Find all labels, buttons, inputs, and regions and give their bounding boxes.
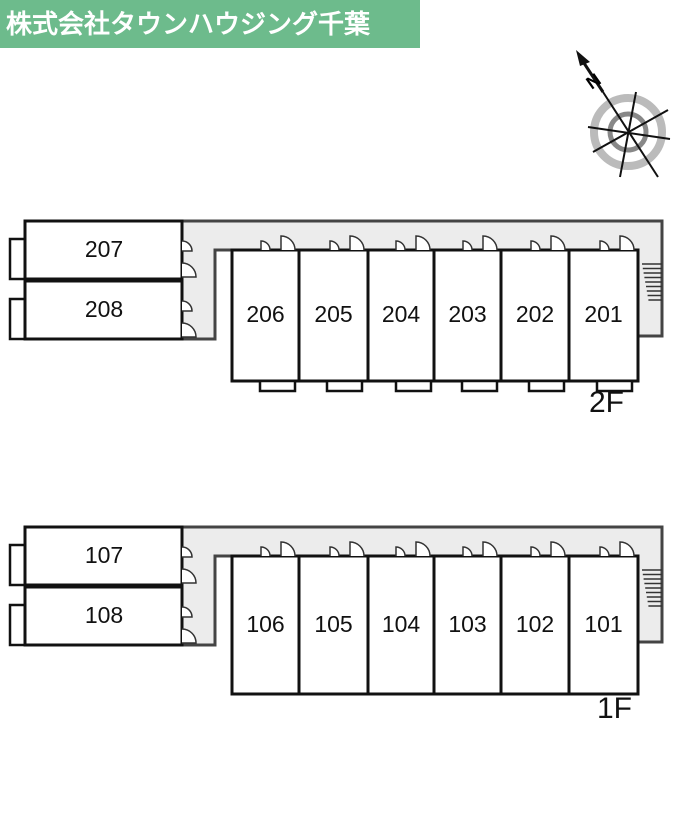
door-icon — [181, 262, 197, 278]
balcony — [258, 379, 297, 393]
door-icon — [415, 235, 431, 251]
unit-label: 101 — [584, 611, 622, 637]
floor-label: 2F — [589, 386, 624, 419]
unit-label: 207 — [85, 236, 123, 262]
unit-room — [23, 585, 184, 647]
unit-205[interactable]: 205 — [297, 235, 370, 393]
unit-label: 206 — [246, 301, 284, 327]
floor-label: 1F — [597, 692, 632, 725]
door-icon — [550, 235, 566, 251]
unit-207[interactable]: 207 — [8, 219, 197, 281]
floor-2F: 207 208 206 205 204 203 202 201 2F — [8, 219, 664, 419]
unit-room — [567, 248, 640, 383]
unit-108[interactable]: 108 — [8, 585, 197, 647]
window-icon — [599, 240, 610, 251]
compass-ring-inner — [607, 111, 649, 153]
window-icon — [181, 300, 193, 312]
unit-label: 204 — [382, 301, 421, 327]
unit-room — [23, 525, 184, 587]
window-icon — [462, 546, 473, 557]
unit-label: 208 — [85, 296, 123, 322]
door-icon — [482, 541, 498, 557]
compass: N — [576, 50, 671, 178]
balcony — [8, 603, 27, 647]
balcony — [394, 379, 433, 393]
unit-room — [432, 248, 503, 383]
unit-label: 104 — [382, 611, 421, 637]
window-icon — [329, 240, 340, 251]
unit-label: 103 — [448, 611, 486, 637]
unit-label: 105 — [314, 611, 352, 637]
door-icon — [280, 235, 296, 251]
door-icon — [349, 235, 365, 251]
window-icon — [329, 546, 340, 557]
unit-105[interactable]: 105 — [297, 541, 370, 696]
corridor-outer-wall — [182, 525, 664, 644]
unit-label: 203 — [448, 301, 486, 327]
unit-room — [499, 248, 571, 383]
unit-label: 202 — [516, 301, 554, 327]
unit-203[interactable]: 203 — [432, 235, 503, 393]
balcony — [527, 379, 566, 393]
unit-107[interactable]: 107 — [8, 525, 197, 587]
unit-label: 205 — [314, 301, 352, 327]
window-icon — [395, 546, 406, 557]
corridor-outer-wall — [182, 219, 664, 338]
unit-204[interactable]: 204 — [366, 235, 436, 393]
window-icon — [181, 240, 193, 252]
north-arrowhead-icon — [576, 50, 590, 66]
window-icon — [181, 606, 193, 618]
window-icon — [395, 240, 406, 251]
window-icon — [462, 240, 473, 251]
unit-label: 108 — [85, 602, 123, 628]
compass-ring-outer — [590, 94, 666, 170]
unit-101[interactable]: 101 — [567, 541, 640, 696]
unit-room — [567, 554, 640, 696]
door-icon — [415, 541, 431, 557]
balcony — [325, 379, 364, 393]
balcony — [8, 297, 27, 341]
window-icon — [599, 546, 610, 557]
unit-label: 201 — [584, 301, 622, 327]
unit-room — [297, 248, 370, 383]
unit-201[interactable]: 201 — [567, 235, 640, 393]
unit-103[interactable]: 103 — [432, 541, 503, 696]
window-icon — [530, 240, 541, 251]
floor-1F: 107 108 106 105 104 103 102 101 1F — [8, 525, 664, 725]
unit-202[interactable]: 202 — [499, 235, 571, 393]
door-icon — [619, 235, 635, 251]
window-icon — [181, 546, 193, 558]
window-icon — [260, 240, 271, 251]
door-icon — [349, 541, 365, 557]
unit-room — [366, 248, 436, 383]
unit-104[interactable]: 104 — [366, 541, 436, 696]
corridor-inner-wall — [182, 554, 232, 647]
door-icon — [280, 541, 296, 557]
unit-label: 106 — [246, 611, 284, 637]
corridor-inner-wall — [182, 248, 232, 341]
unit-208[interactable]: 208 — [8, 279, 197, 341]
stairs — [642, 263, 662, 301]
door-icon — [181, 568, 197, 584]
unit-room — [23, 219, 184, 281]
unit-102[interactable]: 102 — [499, 541, 571, 696]
unit-106[interactable]: 106 — [230, 541, 301, 696]
balcony — [460, 379, 499, 393]
door-icon — [619, 541, 635, 557]
unit-label: 102 — [516, 611, 554, 637]
window-icon — [530, 546, 541, 557]
balcony — [8, 543, 27, 587]
unit-label: 107 — [85, 542, 123, 568]
door-icon — [482, 235, 498, 251]
window-icon — [260, 546, 271, 557]
balcony — [8, 237, 27, 281]
unit-room — [23, 279, 184, 341]
balcony — [595, 379, 634, 393]
door-icon — [181, 628, 197, 644]
door-icon — [181, 322, 197, 338]
company-banner: 株式会社タウンハウジング千葉 — [0, 0, 420, 48]
unit-206[interactable]: 206 — [230, 235, 301, 393]
stairs — [642, 569, 662, 607]
door-icon — [550, 541, 566, 557]
